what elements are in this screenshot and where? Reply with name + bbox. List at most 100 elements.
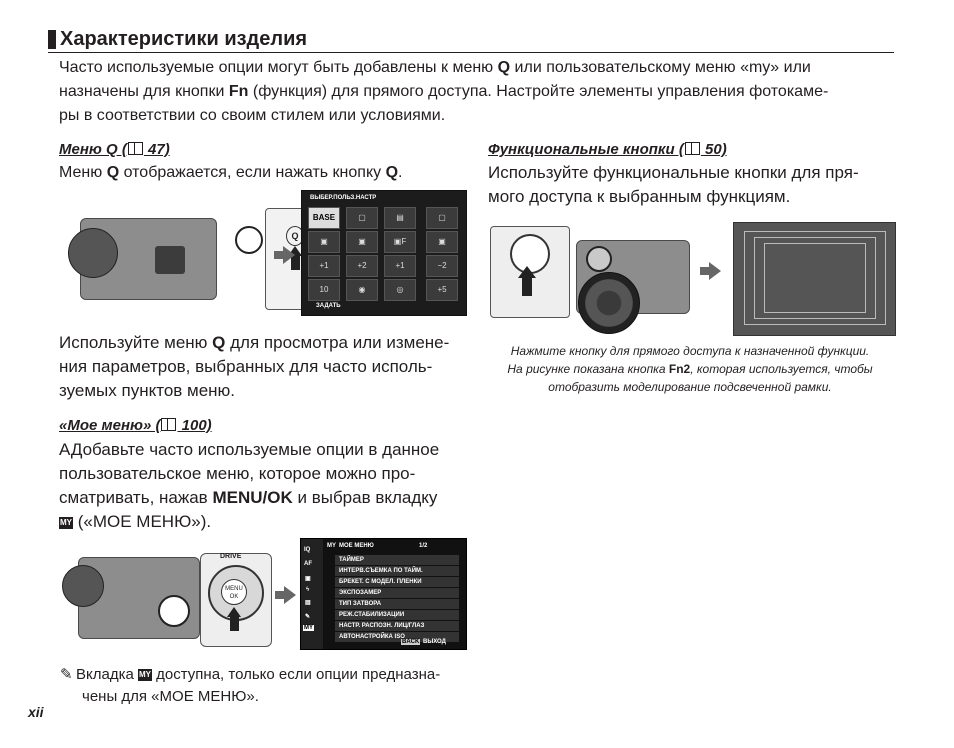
menu-ok-key: MENU/OK bbox=[212, 488, 293, 507]
menu-tab-strip bbox=[301, 539, 323, 649]
q-cell[interactable]: ▣ bbox=[426, 231, 458, 253]
book-icon bbox=[127, 142, 143, 155]
press-arrow-icon bbox=[288, 246, 302, 256]
intro-text: назначены для кнопки bbox=[59, 83, 225, 100]
q-cell[interactable]: ▣ bbox=[308, 231, 340, 253]
press-arrow-stem bbox=[230, 617, 239, 631]
heading-text: Функциональные кнопки ( bbox=[488, 141, 684, 158]
q-cell-base[interactable]: BASE bbox=[308, 207, 340, 229]
menu-item[interactable]: ТИП ЗАТВОРА bbox=[335, 599, 459, 609]
menu-item[interactable]: БРЕКЕТ. С МОДЕЛ. ПЛЕНКИ bbox=[335, 577, 459, 587]
tab-q-icon: IQ bbox=[304, 547, 311, 553]
q-cell[interactable]: ▣F bbox=[384, 231, 416, 253]
flow-arrow-icon bbox=[709, 262, 721, 280]
q-cell[interactable]: ▣ bbox=[346, 231, 378, 253]
page-indicator: 1/2 bbox=[419, 543, 428, 549]
q-cell[interactable]: +5 bbox=[426, 279, 458, 301]
fn-buttons-desc: Используйте функциональные кнопки для пр… bbox=[488, 161, 859, 209]
desc-text: мого доступа к выбранным функциям. bbox=[488, 187, 791, 206]
intro-text: ры в соответствии со своим стилем или ус… bbox=[59, 107, 446, 124]
menu-item[interactable]: ИНТЕРВ.СЪЕМКА ПО ТАЙМ. bbox=[335, 566, 459, 576]
intro-text: (функция) для прямого доступа. Настройте… bbox=[252, 83, 829, 100]
camera-front-illustration bbox=[488, 222, 718, 337]
note-text: чены для «МОЕ МЕНЮ». bbox=[82, 688, 259, 705]
frame-simulation-screen bbox=[733, 222, 896, 336]
camera-screen bbox=[155, 246, 185, 274]
press-arrow-stem bbox=[522, 278, 532, 296]
q-cell[interactable]: +1 bbox=[384, 255, 416, 277]
camera-lens bbox=[578, 272, 640, 334]
title-marker bbox=[48, 30, 56, 49]
my-menu-heading[interactable]: «Мое меню» ( 100) bbox=[59, 416, 212, 436]
fn-key: Fn bbox=[228, 83, 249, 100]
movie-tab-icon: ▤ bbox=[305, 600, 311, 606]
desc-text: отображается, если нажать кнопку bbox=[123, 164, 382, 181]
book-icon bbox=[684, 142, 700, 155]
q-panel-footer: ЗАДАТЬ bbox=[316, 303, 341, 309]
usage-text: Используйте меню bbox=[59, 333, 208, 352]
my-tab-icon: MY bbox=[138, 669, 152, 681]
caption-text: , которая используется, чтобы bbox=[690, 362, 873, 376]
tab-af-icon: AF bbox=[304, 561, 312, 567]
my-panel-title: МОЕ МЕНЮ bbox=[339, 543, 374, 549]
q-cell[interactable]: ◎ bbox=[384, 279, 416, 301]
flow-arrow-stem bbox=[700, 267, 709, 275]
bright-frame-inner bbox=[764, 243, 866, 313]
q-cell[interactable]: −2 bbox=[426, 255, 458, 277]
magnify-circle bbox=[586, 246, 612, 272]
my-menu-note: ✎Вкладка MY доступна, только если опции … bbox=[60, 664, 440, 708]
q-menu-usage: Используйте меню Q для просмотра или изм… bbox=[59, 331, 449, 403]
menu-item[interactable]: ЭКСПОЗАМЕР bbox=[335, 588, 459, 598]
desc-text: Меню bbox=[59, 164, 103, 181]
flash-tab-icon: ϟ bbox=[306, 587, 310, 593]
q-key: Q bbox=[385, 164, 399, 181]
note-text: доступна, только если опции предназна- bbox=[156, 666, 441, 683]
fn-caption: Нажмите кнопку для прямого доступа к наз… bbox=[480, 342, 900, 396]
desc-text: («МОЕ МЕНЮ»). bbox=[77, 512, 212, 531]
menu-item[interactable]: НАСТР. РАСПОЗН. ЛИЦ/ГЛАЗ bbox=[335, 621, 459, 631]
menu-item[interactable]: РЕЖ.СТАБИЛИЗАЦИИ bbox=[335, 610, 459, 620]
q-cell[interactable]: ▢ bbox=[346, 207, 378, 229]
q-cell[interactable]: +1 bbox=[308, 255, 340, 277]
desc-text: сматривать, нажав bbox=[59, 488, 208, 507]
desc-text: пользовательское меню, которое можно про… bbox=[59, 464, 416, 483]
back-button[interactable]: BACK bbox=[401, 639, 421, 645]
intro-text: Часто используемые опции могут быть доба… bbox=[59, 59, 494, 76]
q-cell[interactable]: 10 bbox=[308, 279, 340, 301]
magnify-circle bbox=[235, 226, 263, 254]
press-arrow-stem bbox=[291, 256, 300, 270]
book-icon bbox=[161, 418, 177, 431]
page-title: Характеристики изделия bbox=[60, 28, 308, 50]
note-icon: ✎ bbox=[60, 666, 73, 683]
my-menu-desc: АДобавьте часто используемые опции в дан… bbox=[59, 438, 439, 534]
camera-tab-icon: ▣ bbox=[305, 576, 311, 582]
q-menu-screen: ВЫБЕР.ПОЛЬЗ.НАСТР BASE ▢ ▤ ▢ ▣ ▣ ▣F ▣ +1… bbox=[301, 190, 467, 316]
heading-page-ref: 100) bbox=[177, 417, 212, 434]
q-menu-heading[interactable]: Меню Q ( 47) bbox=[59, 140, 170, 160]
q-menu-desc: Меню Q отображается, если нажать кнопку … bbox=[59, 161, 402, 185]
heading-page-ref: 47) bbox=[143, 141, 170, 158]
my-badge-icon: MY bbox=[327, 543, 336, 549]
q-cell[interactable]: ▢ bbox=[426, 207, 458, 229]
bright-frame-mid bbox=[754, 237, 876, 319]
menu-item[interactable]: ТАЙМЕР bbox=[335, 555, 459, 565]
flow-arrow-stem bbox=[275, 591, 284, 599]
flow-arrow-icon bbox=[284, 586, 296, 604]
q-cell[interactable]: ◉ bbox=[346, 279, 378, 301]
menu-item[interactable]: АВТОНАСТРОЙКА ISO bbox=[335, 632, 459, 642]
flow-arrow-icon bbox=[283, 246, 295, 264]
heading-text: Меню Q ( bbox=[59, 141, 127, 158]
note-text: Вкладка bbox=[76, 666, 134, 683]
caption-text: Нажмите кнопку для прямого доступа к наз… bbox=[510, 344, 870, 358]
press-arrow-icon bbox=[518, 266, 536, 278]
q-cell[interactable]: +2 bbox=[346, 255, 378, 277]
fn-buttons-heading[interactable]: Функциональные кнопки ( 50) bbox=[488, 140, 727, 160]
caption-text: отобразить моделирование подсвеченной ра… bbox=[548, 380, 832, 394]
flow-arrow-stem bbox=[274, 251, 283, 259]
desc-text: АДобавьте часто используемые опции в дан… bbox=[59, 440, 440, 459]
desc-text: Используйте функциональные кнопки для пр… bbox=[488, 163, 859, 182]
q-cell[interactable]: ▤ bbox=[384, 207, 416, 229]
caption-text: На рисунке показана кнопка bbox=[507, 362, 666, 376]
press-arrow-icon bbox=[227, 607, 241, 617]
intro-text: или пользовательскому меню «my» или bbox=[514, 59, 811, 76]
